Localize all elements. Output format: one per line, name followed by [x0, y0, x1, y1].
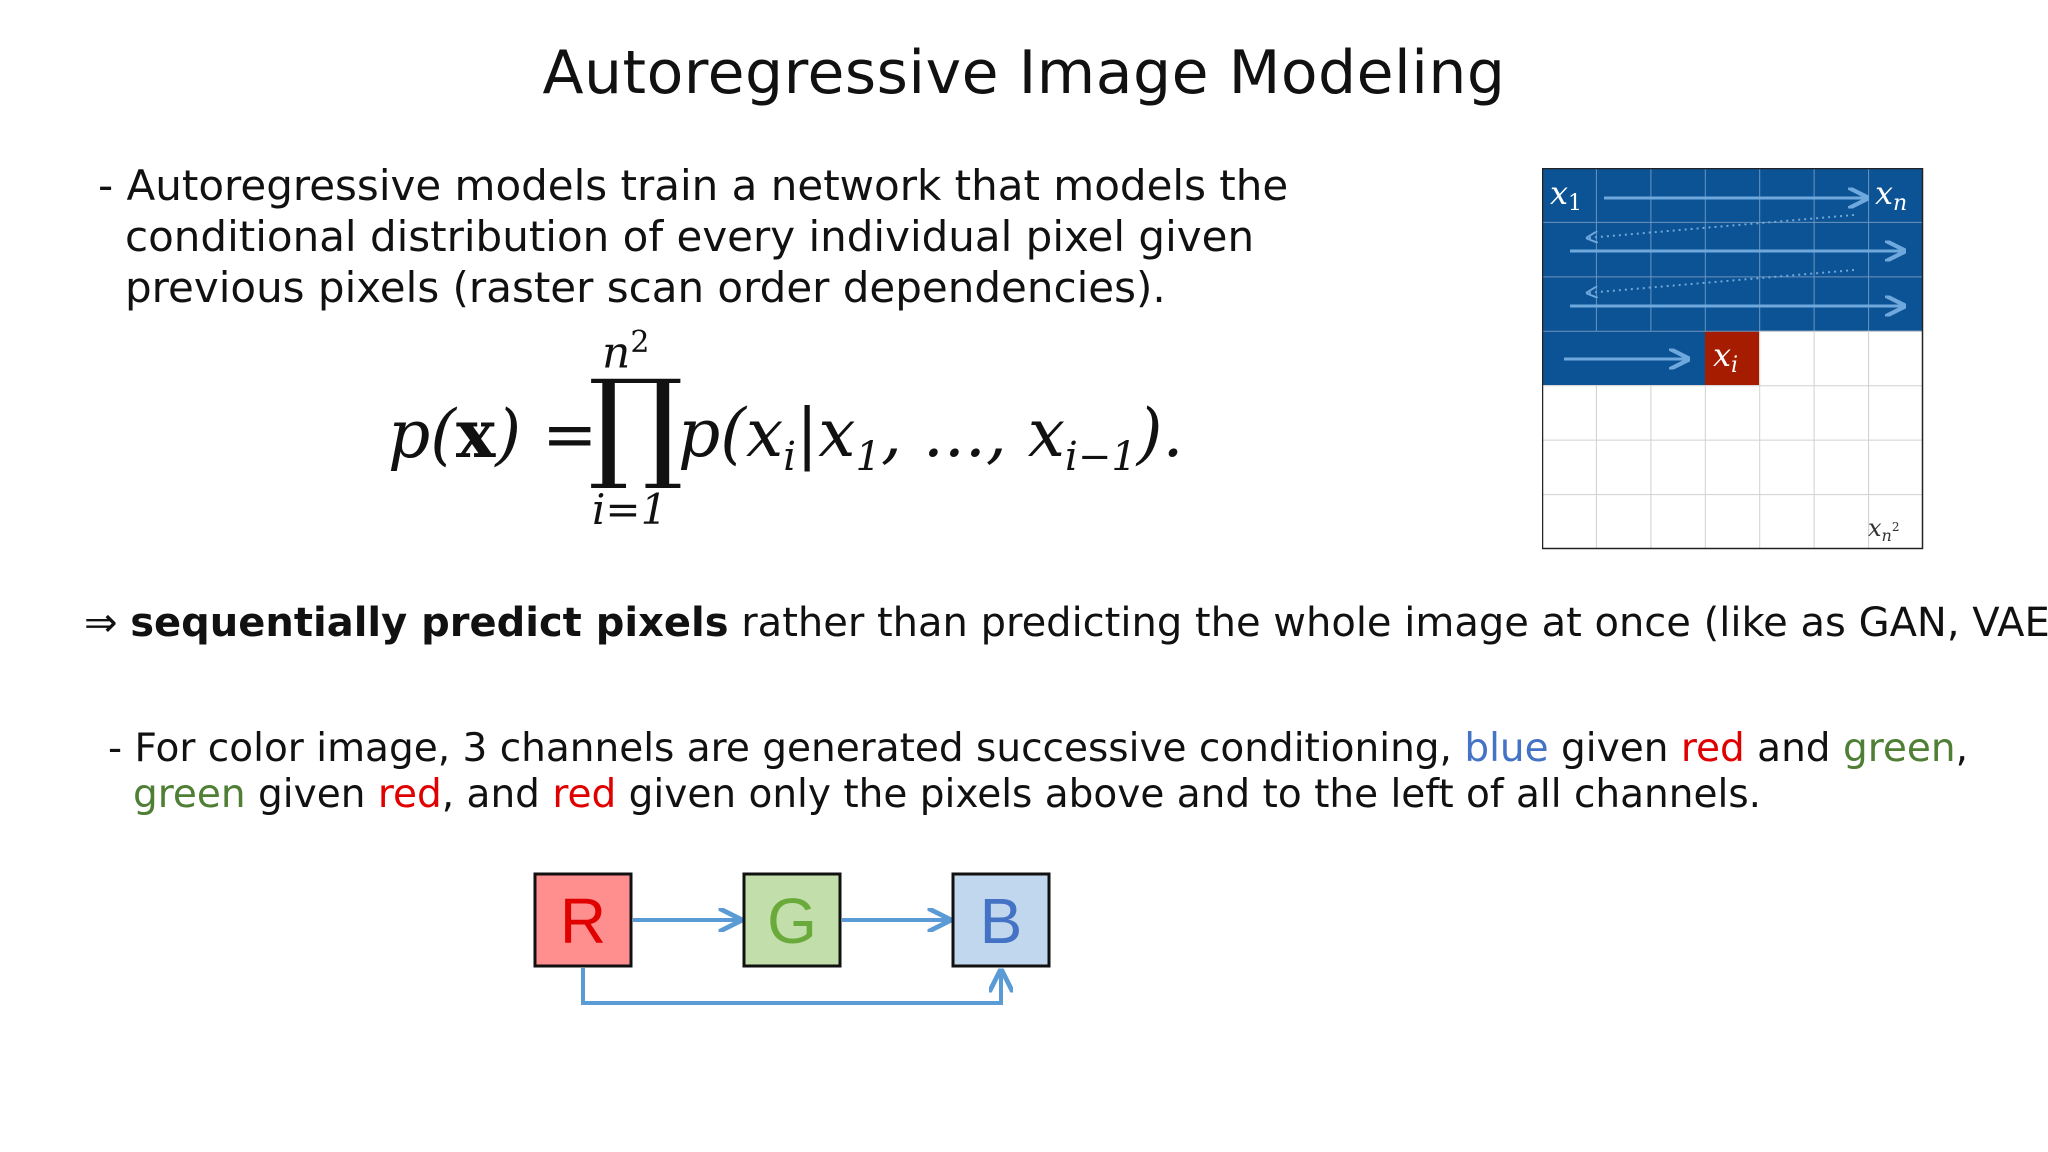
probability-formula: p(x) = n2 ∏ i=1 p(xi|x1, ..., xi−1). [380, 325, 1200, 540]
implies-arrow: ⇒ [84, 600, 131, 646]
grid-current-pixel [1705, 331, 1759, 385]
channel-g-label: G [767, 885, 817, 957]
channel-r-box [533, 872, 633, 968]
word-red: red [1680, 726, 1745, 771]
formula-lhs: p(x) = [388, 395, 598, 473]
rgb-dependency-diagram: R G B [533, 872, 1051, 1005]
bullet2-line1: - For color image, 3 channels are genera… [108, 726, 1968, 771]
label-xn2: xn2 [1868, 514, 1900, 545]
channel-b-box [951, 872, 1051, 968]
formula-upper-bound: n2 [602, 325, 650, 379]
label-xn: xn [1875, 174, 1907, 216]
word-blue: blue [1464, 726, 1549, 771]
word-red: red [552, 772, 617, 817]
word-red: red [377, 772, 442, 817]
grid-lines-empty [1542, 330, 1923, 549]
arrow-r-to-b [581, 968, 1001, 1005]
bullet-color-channels: - For color image, 3 channels are genera… [108, 726, 1968, 818]
bullet1-line3: previous pixels (raster scan order depen… [125, 263, 1166, 312]
implication-rest: rather than predicting the whole image a… [728, 600, 2048, 646]
channel-b-label: B [980, 885, 1023, 957]
bullet1-line2: conditional distribution of every indivi… [125, 212, 1255, 261]
channel-arrows [581, 920, 1001, 1005]
bullet2-line2: green given red, and red given only the … [133, 772, 1762, 817]
label-x1: x1 [1550, 174, 1582, 216]
channel-g-box [742, 872, 842, 968]
raster-scan-arrows [1564, 198, 1904, 359]
formula-rhs: p(xi|x1, ..., xi−1). [678, 395, 1184, 481]
implication-emphasis: sequentially predict pixels [130, 600, 729, 646]
grid-border [1542, 168, 1924, 550]
raster-scan-return-arrows [1587, 214, 1855, 293]
label-xi: xi [1713, 336, 1738, 378]
implication-statement: ⇒ sequentially predict pixels rather tha… [84, 600, 2048, 646]
channel-r-label: R [560, 885, 606, 957]
word-green: green [133, 772, 246, 817]
slide-title: Autoregressive Image Modeling [542, 38, 1506, 108]
product-symbol: ∏ [588, 355, 684, 494]
raster-scan-grid: x1 xn xi xn2 [1542, 168, 1924, 550]
word-green: green [1842, 726, 1956, 771]
bullet1-line1: - Autoregressive models train a network … [98, 161, 1289, 210]
bullet-autoregressive-definition: - Autoregressive models train a network … [98, 160, 1348, 313]
formula-lower-bound: i=1 [592, 485, 668, 534]
